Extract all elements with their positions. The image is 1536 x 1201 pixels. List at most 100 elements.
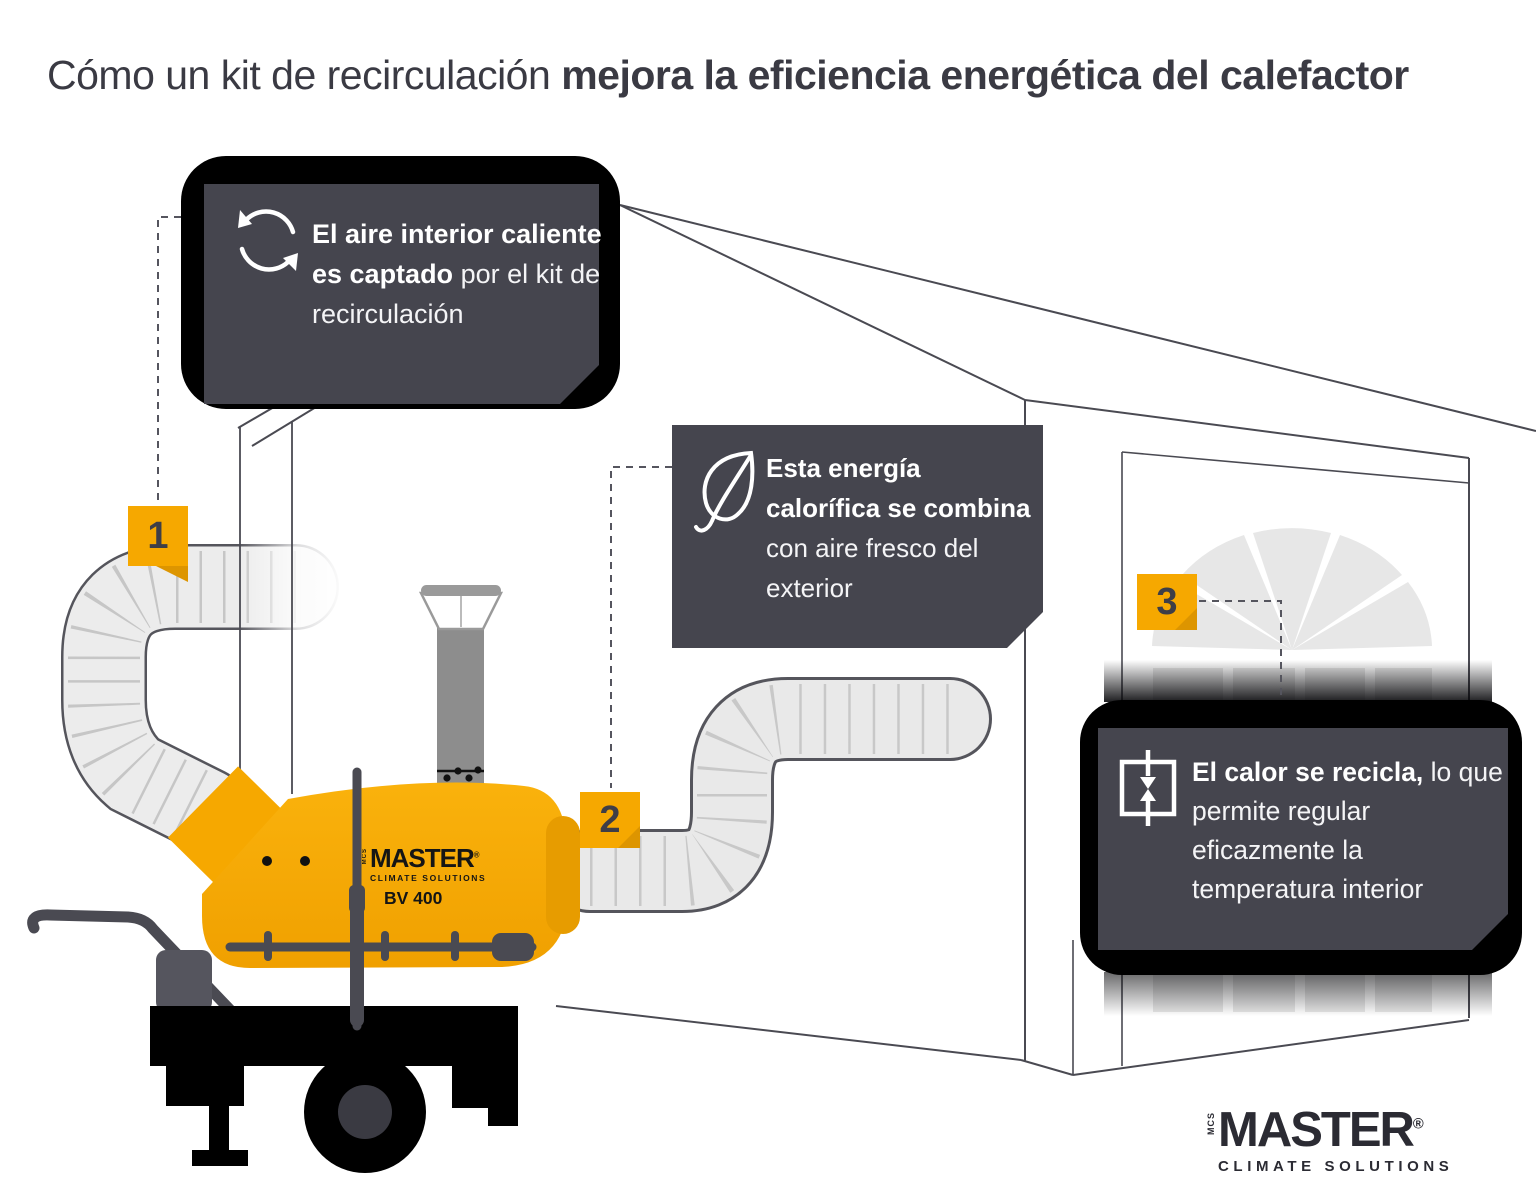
callout-3-box xyxy=(1080,700,1522,975)
heater-handle xyxy=(27,909,242,1022)
roof-gable-slope xyxy=(619,204,1026,401)
chimney xyxy=(418,585,504,792)
dashed-connectors xyxy=(157,216,1282,788)
heater-bracket xyxy=(156,950,212,1012)
supply-duct xyxy=(548,677,992,913)
badge-3-fold xyxy=(1175,608,1197,630)
roof-ridge xyxy=(619,204,1536,432)
chimney-rivet xyxy=(465,774,473,782)
step-badges xyxy=(128,506,1197,848)
leaf-outline xyxy=(702,450,755,522)
chimney-cap xyxy=(421,585,501,596)
callout-3-bold: El calor se recicla, xyxy=(1192,757,1424,787)
badge-1-fold xyxy=(156,566,188,582)
connector-step1 xyxy=(157,216,181,502)
window-fan-segment xyxy=(1292,582,1432,650)
cycle-arrowhead xyxy=(238,210,252,228)
chimney-rivet xyxy=(474,766,482,774)
step-2-number: 2 xyxy=(599,798,621,841)
heater-body xyxy=(202,782,568,968)
connector-step3 xyxy=(1199,600,1282,722)
window-fan-segment xyxy=(1182,535,1292,650)
chimney-rivet xyxy=(454,767,462,775)
heater-brand-sub: CLIMATE SOLUTIONS xyxy=(370,873,487,883)
cycle-icon xyxy=(238,209,298,272)
badge-2-fold xyxy=(618,826,640,848)
heater-brand-mcs: MCS xyxy=(362,848,368,865)
connector-step2 xyxy=(610,466,672,788)
footer-logo: MCS MASTER® CLIMATE SOLUTIONS xyxy=(1206,1106,1454,1176)
page-title: Cómo un kit de recirculación mejora la e… xyxy=(47,52,1507,99)
heater-plumbing xyxy=(225,767,537,1031)
chassis-base xyxy=(150,1006,518,1066)
roof-eave xyxy=(1024,399,1470,459)
fuel-line-fitting xyxy=(451,931,459,961)
badge-2 xyxy=(580,792,640,848)
heater-brand-word: MASTER xyxy=(370,843,475,873)
heater-unit xyxy=(27,766,568,1173)
support-foot-post xyxy=(209,1090,229,1158)
callout-1-text: El aire interior caliente es captado por… xyxy=(312,214,604,334)
ground-line-side xyxy=(1072,1019,1470,1076)
callout-2-box xyxy=(672,425,1043,648)
callout-1-regular: por el kit de recirculación xyxy=(312,259,601,329)
ground-line-front xyxy=(555,1005,1022,1061)
callout-2-regular: con aire fresco del exterior xyxy=(766,533,979,603)
registered-mark: ® xyxy=(1412,1116,1424,1133)
cycle-arc-top xyxy=(244,209,296,235)
window-fan-segment xyxy=(1292,535,1402,650)
callout-1-bold: El aire interior caliente es captado xyxy=(312,219,602,289)
heater-rivet xyxy=(262,856,272,866)
wheel-hub xyxy=(338,1085,392,1139)
recirculation-duct xyxy=(60,544,339,853)
leaf-stem xyxy=(694,453,753,533)
callout-2-text: Esta energía calorífica se combina con a… xyxy=(766,448,1034,608)
footer-logo-name: MASTER® xyxy=(1218,1106,1453,1155)
duct2-fill xyxy=(551,680,989,910)
fuel-line-fitting xyxy=(381,931,389,961)
chimney-rivet xyxy=(443,774,451,782)
cycle-arrowhead xyxy=(283,253,298,271)
heat-recycle-icon xyxy=(1119,750,1177,826)
ground-corner xyxy=(1020,1059,1074,1076)
title-regular: Cómo un kit de recirculación xyxy=(47,52,562,98)
callout-1-panel xyxy=(204,184,599,404)
chassis-leg-left xyxy=(166,1060,244,1106)
heater-brand-name: MASTER® xyxy=(370,845,486,871)
heater-model-label: BV 400 xyxy=(384,888,443,908)
badge-3 xyxy=(1137,574,1197,630)
registered-mark: ® xyxy=(473,850,480,860)
duct1-corrugation xyxy=(68,551,296,843)
title-bold: mejora la eficiencia energética del cale… xyxy=(561,52,1409,98)
chimney-pipe xyxy=(437,627,484,792)
window-frame-top xyxy=(1121,451,1470,484)
arrow-down xyxy=(1140,777,1156,789)
support-foot-base xyxy=(192,1150,248,1166)
window-shadow-bottom xyxy=(1104,972,1492,1016)
callout-3-text: El calor se recicla, lo que permite regu… xyxy=(1192,753,1504,909)
step-1-number: 1 xyxy=(147,514,169,557)
chassis-step xyxy=(488,1100,518,1126)
window-fan-segment xyxy=(1253,528,1331,650)
callout-2-bold: Esta energía calorífica se combina xyxy=(766,453,1031,523)
fuel-nozzle xyxy=(492,933,534,961)
heater-outlet-ring xyxy=(546,816,580,934)
cycle-arc-bottom xyxy=(239,246,291,272)
callout-3-regular: lo que permite regular eficazmente la te… xyxy=(1192,757,1503,904)
heater-brand-logo: MCS MASTER® CLIMATE SOLUTIONS xyxy=(362,845,486,883)
footer-logo-sub: CLIMATE SOLUTIONS xyxy=(1218,1158,1454,1175)
arrow-up xyxy=(1140,789,1156,801)
callout-3-panel xyxy=(1098,728,1508,950)
callout-1-box xyxy=(181,156,620,409)
window-shadow-top xyxy=(1104,660,1492,702)
footer-logo-word: MASTER xyxy=(1218,1103,1415,1157)
step-3-number: 3 xyxy=(1156,580,1178,623)
footer-logo-mcs: MCS xyxy=(1206,1112,1216,1135)
front-wall-lines xyxy=(239,421,293,805)
leaf-icon xyxy=(694,450,755,533)
heater-rivet xyxy=(300,856,310,866)
badge-1 xyxy=(128,506,188,566)
heater-chassis xyxy=(150,1006,518,1173)
